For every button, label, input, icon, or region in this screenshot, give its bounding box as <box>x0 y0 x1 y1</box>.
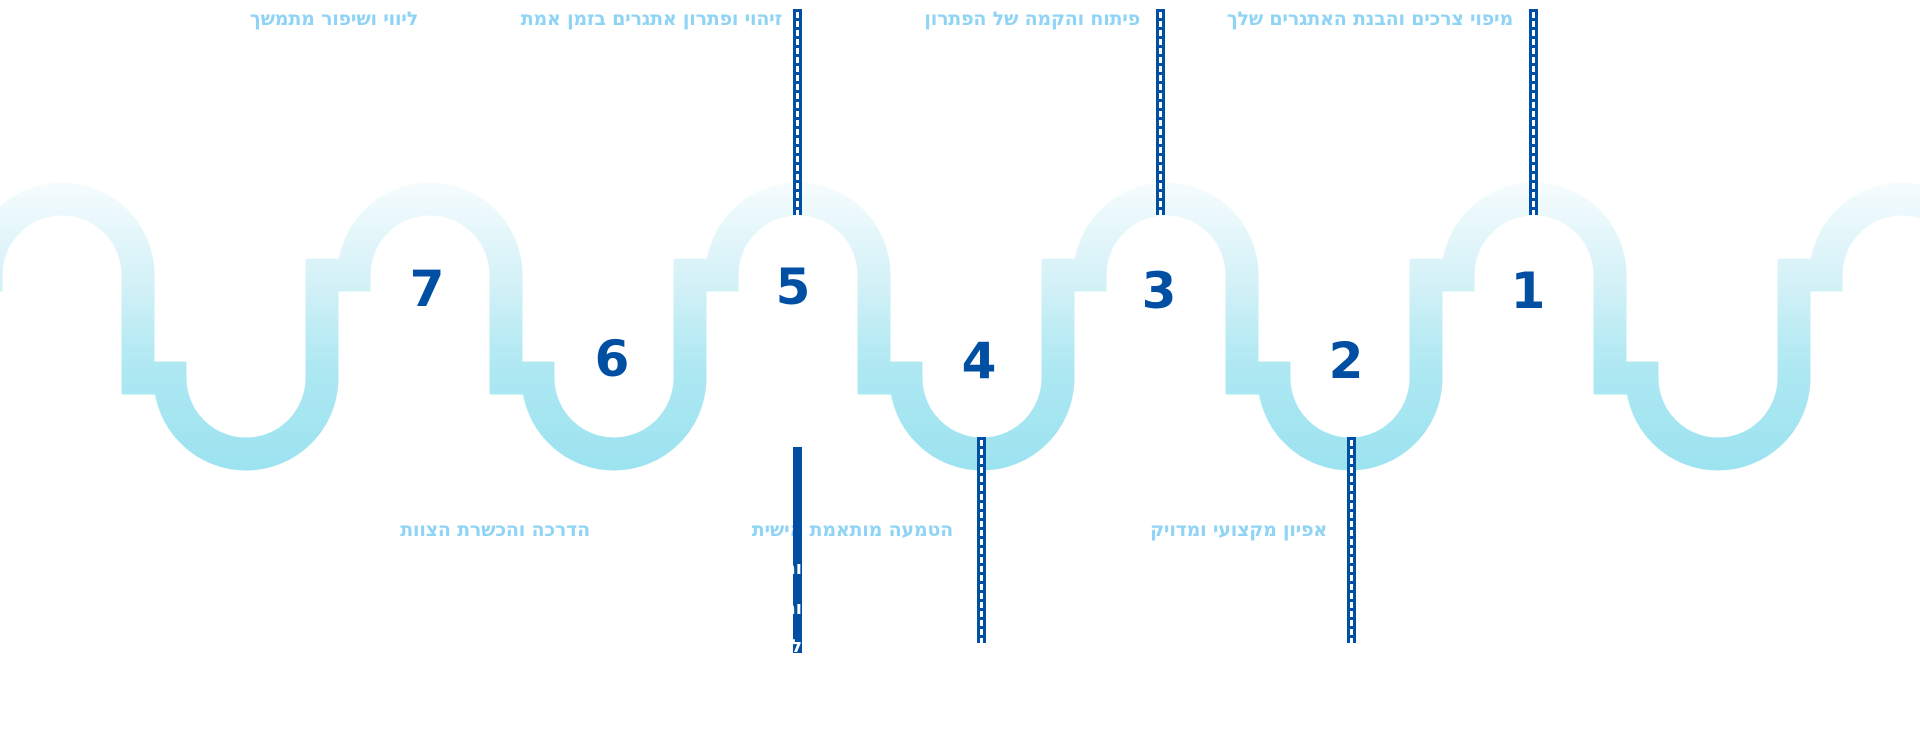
connector-step-3 <box>1156 9 1165 215</box>
step-7-label: ליווי ושיפור מתמשך <box>249 8 418 30</box>
step-2-number: 2 <box>1328 332 1364 390</box>
connector-step-2 <box>1347 437 1356 643</box>
step-3-number: 3 <box>1141 262 1177 320</box>
connector-step-1 <box>1529 9 1538 215</box>
overlay-clipped-text-3: לי <box>793 636 802 654</box>
wave-path <box>0 182 1920 471</box>
step-2-label: אפיון מקצועי ומדויק <box>1150 519 1327 541</box>
connector-step-4 <box>977 437 986 643</box>
step-3-label: פיתוח והקמה של הפתרון <box>924 8 1140 30</box>
step-1-label: מיפוי צרכים והבנת האתגרים שלך <box>1226 8 1513 30</box>
step-1-number: 1 <box>1510 262 1546 320</box>
connector-step-5 <box>793 9 802 215</box>
overlay-clipped-text-2: ומ <box>793 598 802 619</box>
step-7-number: 7 <box>409 260 445 318</box>
overlay-bar: ומ ומ לי <box>793 447 802 653</box>
overlay-clipped-text-1: ומ <box>793 558 802 579</box>
step-6-number: 6 <box>594 330 630 388</box>
step-6-label: הדרכה והכשרת הצוות <box>400 519 590 541</box>
step-5-number: 5 <box>775 258 811 316</box>
step-4-number: 4 <box>961 332 997 390</box>
step-4-label: הטמעה מותאמת אישית <box>751 519 953 541</box>
step-5-label: זיהוי ופתרון אתגרים בזמן אמת <box>520 8 783 30</box>
